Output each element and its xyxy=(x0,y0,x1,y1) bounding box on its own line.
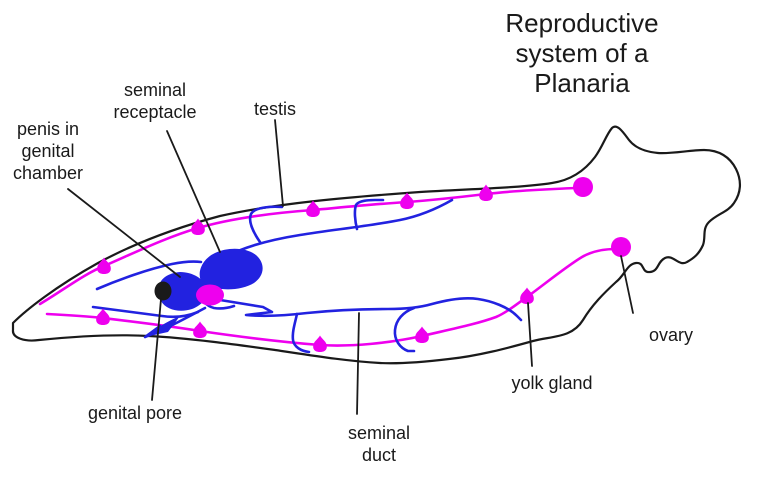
testis-marker xyxy=(400,192,414,210)
oviduct-line-lower xyxy=(45,247,618,347)
seminal-duct-pointer-line xyxy=(356,312,360,415)
ovary-marker xyxy=(573,177,593,197)
label-genital-pore: genital pore xyxy=(87,403,183,423)
male-organ-shapes xyxy=(145,248,263,337)
ovary-pointer-line xyxy=(620,255,634,314)
female-organ-markers xyxy=(96,177,631,353)
seminal-duct-upper-left xyxy=(95,260,203,291)
seminal-duct-branch-d xyxy=(393,306,416,353)
planaria-body-outline xyxy=(11,125,741,365)
label-yolk-gland: yolk gland xyxy=(511,373,593,393)
testis-marker xyxy=(306,200,320,218)
seminal-duct-branch-c xyxy=(291,312,311,354)
ovary-marker xyxy=(611,237,631,257)
yolk-gland-marker xyxy=(415,326,429,344)
label-penis-in-genital-chamber: penis in genital chamber xyxy=(12,119,84,183)
seminal-receptacle-pointer-line xyxy=(166,130,221,253)
seminal-receptacle-shape xyxy=(199,248,263,290)
label-seminal-receptacle: seminal receptacle xyxy=(113,80,197,122)
title-line-1: Reproductive xyxy=(505,8,659,38)
yolk-gland-marker xyxy=(313,335,327,353)
label-seminal-duct: seminal duct xyxy=(347,423,411,465)
yolk-gland-marker xyxy=(193,321,207,339)
seminal-duct-upper-right xyxy=(236,198,454,253)
label-testis: testis xyxy=(253,99,297,119)
yolk-gland-pointer-line xyxy=(527,302,533,367)
genital-pore-dot xyxy=(154,281,172,301)
title-line-2: system of a xyxy=(515,38,649,68)
genital-pore-pointer-line xyxy=(151,298,162,401)
testis-marker xyxy=(97,257,111,275)
title-line-3: Planaria xyxy=(534,68,630,98)
duct-arrow-wedge xyxy=(145,316,180,337)
testis-pointer-line xyxy=(274,119,284,207)
yolk-gland-marker xyxy=(520,287,534,305)
testis-marker xyxy=(479,184,493,202)
penis-in-genital-chamber-shape xyxy=(158,272,208,311)
oviduct-line-upper xyxy=(38,186,577,306)
seminal-duct-lower-left xyxy=(91,305,200,319)
penis-pointer-line xyxy=(67,188,181,278)
pointer-lines xyxy=(67,119,634,415)
seminal-duct-lower-right xyxy=(212,296,523,322)
seminal-duct-branch-b xyxy=(353,198,385,231)
copulatory-bursa-shape xyxy=(196,284,224,306)
body-outline-group xyxy=(11,125,741,365)
page-title: Reproductive system of a Planaria xyxy=(505,8,658,98)
yolk-gland-marker xyxy=(96,308,110,326)
label-ovary: ovary xyxy=(648,325,694,345)
seminal-duct-branch-a xyxy=(248,205,284,244)
